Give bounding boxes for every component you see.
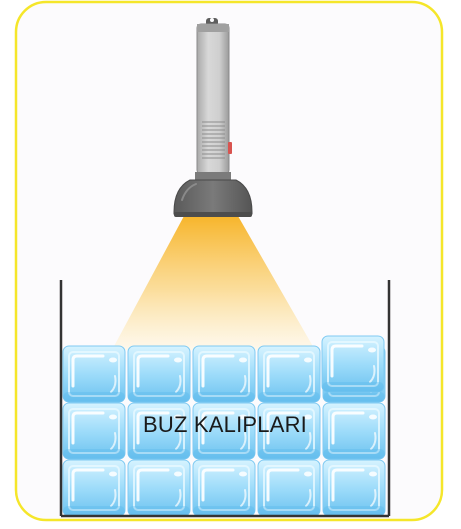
ice-cube-icon bbox=[193, 346, 255, 402]
ice-cube-icon bbox=[193, 460, 255, 516]
ice-cube-icon bbox=[128, 460, 190, 516]
ice-cube-icon bbox=[63, 346, 125, 402]
ice-cube-icon bbox=[193, 403, 255, 459]
ice-cube-icon bbox=[258, 403, 320, 459]
switch-indicator bbox=[228, 142, 232, 154]
ice-cube-icon bbox=[63, 403, 125, 459]
ice-cube-icon bbox=[128, 346, 190, 402]
ice-cube-icon bbox=[128, 403, 190, 459]
ice-cube-icon bbox=[323, 460, 385, 516]
ice-cube-icon bbox=[258, 460, 320, 516]
ice-cube-icon bbox=[63, 460, 125, 516]
ice-cubes bbox=[63, 336, 385, 516]
ice-cube-icon bbox=[258, 346, 320, 402]
ice-cube-icon bbox=[322, 336, 384, 392]
ice-cube-icon bbox=[323, 403, 385, 459]
